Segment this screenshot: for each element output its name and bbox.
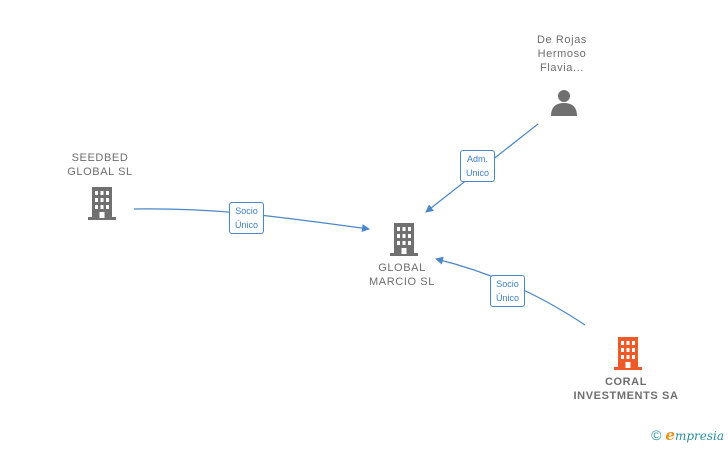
node-label-line: SEEDBED [71,152,129,164]
node-label-line: GLOBAL SL [67,166,133,178]
node-label-line: MARCIO SL [369,276,435,288]
person-icon[interactable] [549,88,579,118]
edge-label-line: Adm. [467,154,489,164]
node-label-line: GLOBAL [378,262,426,274]
footer-brand[interactable]: © empresia [651,426,724,444]
brand-rest: mpresia [674,429,724,443]
node-label-global-marcio[interactable]: GLOBAL MARCIO SL [357,261,447,289]
node-label-line: INVESTMENTS SA [573,390,679,402]
edge-label-line: Socio [496,279,519,289]
building-icon[interactable] [86,185,118,221]
edge-label-line: Socio [235,206,258,216]
brand-initial: e [665,426,675,444]
edge-label-adm-unico[interactable]: Adm. Unico [460,150,496,182]
node-label-line: De Rojas [536,34,588,46]
edge-label-line: Único [496,293,520,303]
edge-label-socio-unico-coral[interactable]: Socio Único [490,275,526,307]
copyright-symbol: © [651,427,662,443]
brand-logo: empresia [665,426,724,444]
node-label-de-rojas[interactable]: De Rojas Hermoso Flavia... [527,33,597,75]
edge-label-line: Único [235,220,259,230]
node-label-coral[interactable]: CORAL INVESTMENTS SA [563,375,689,403]
node-label-line: CORAL [604,376,648,388]
node-label-seedbed[interactable]: SEEDBED GLOBAL SL [55,151,145,179]
building-icon[interactable] [388,221,420,257]
node-label-line: Hermoso [537,48,587,60]
edge-label-line: Unico [466,168,490,178]
node-label-line: Flavia... [540,62,584,74]
edge-label-socio-unico-seedbed[interactable]: Socio Único [229,202,265,234]
building-icon-highlighted[interactable] [612,335,644,371]
